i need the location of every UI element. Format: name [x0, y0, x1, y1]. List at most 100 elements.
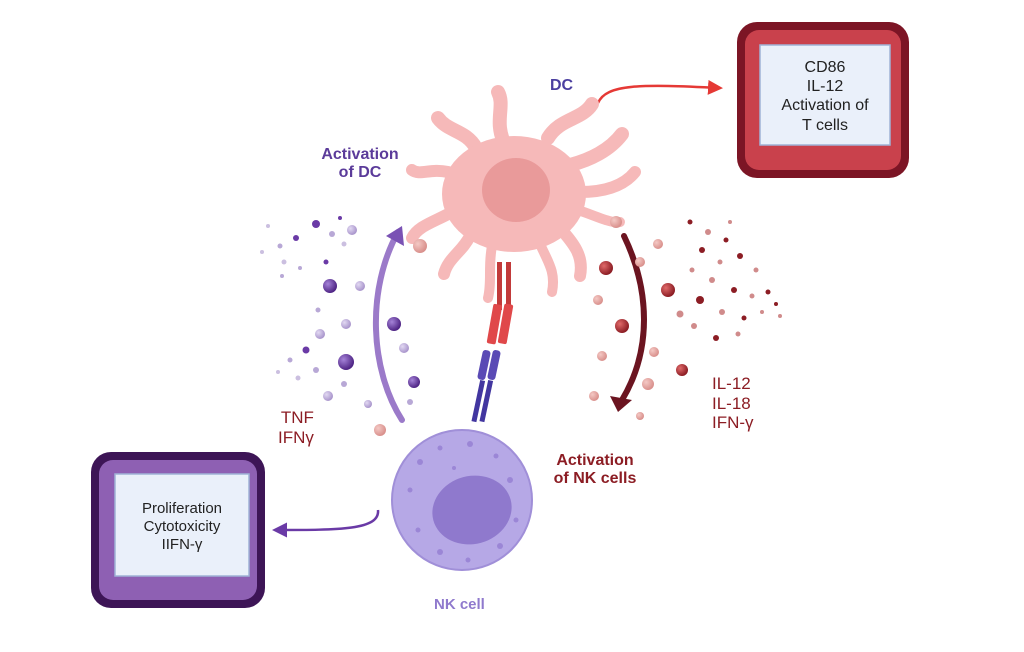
- cytokine-dot: [589, 391, 599, 401]
- dc-output-box: [737, 22, 909, 178]
- cytokine-dot: [276, 370, 280, 374]
- cytokine-dot: [765, 289, 771, 295]
- cytokine-dot: [341, 381, 347, 387]
- cytokine-dot: [413, 239, 427, 253]
- activation-nk-arrow: [619, 233, 647, 403]
- cytokine-dot: [338, 216, 342, 220]
- cytokine-dot: [295, 375, 301, 381]
- cytokine-dot: [408, 376, 420, 388]
- cytokine-dot: [298, 266, 302, 270]
- cytokine-dot: [355, 281, 365, 291]
- cytokine-dot: [636, 412, 644, 420]
- dendritic-cell: [406, 85, 641, 303]
- cytokine-dot: [649, 347, 659, 357]
- cytokine-dot: [277, 243, 283, 249]
- cytokine-dot: [266, 224, 270, 228]
- cytokine-dot: [687, 219, 693, 225]
- cytokine-dot: [676, 310, 684, 318]
- cytokine-dot: [347, 225, 357, 235]
- dc-label: DC: [550, 77, 574, 94]
- activation-nk-label: Activation of NK cells: [540, 452, 650, 489]
- cytokine-dot: [374, 424, 386, 436]
- cytokine-dot: [735, 331, 741, 337]
- cytokine-dot: [281, 259, 287, 265]
- cytokine-dot: [312, 220, 320, 228]
- cytokine-dots-left: [260, 216, 427, 436]
- activation-dc-arrow: [372, 229, 405, 423]
- cytokine-dot: [661, 283, 675, 297]
- cytokine-dot: [737, 253, 743, 259]
- activation-dc-label: Activation of DC: [300, 146, 420, 183]
- nk-output-line-1: Proliferation: [141, 500, 223, 517]
- cytokine-dot: [593, 295, 603, 305]
- il-12-label: IL-12: [712, 374, 751, 393]
- cytokine-dot: [315, 329, 325, 339]
- cytokine-dot: [723, 237, 729, 243]
- cytokine-dot: [719, 309, 725, 315]
- cytokine-dot: [699, 247, 705, 253]
- tnf-label: TNF: [280, 408, 314, 427]
- cytokine-dot: [728, 220, 732, 224]
- cytokine-dot: [713, 335, 719, 341]
- cytokine-dot: [315, 307, 321, 313]
- il-18-label: IL-18: [712, 393, 751, 413]
- cytokine-dot: [341, 241, 347, 247]
- cytokine-dot: [293, 235, 299, 241]
- nk-cell: [391, 429, 533, 571]
- cytokine-dot: [749, 293, 755, 299]
- dc-output-line-4: T cells: [802, 116, 848, 134]
- cytokine-dot: [731, 287, 737, 293]
- cytokine-dot: [696, 296, 704, 304]
- dc-to-tcell-arrow: [596, 79, 723, 104]
- cytokine-dot: [717, 259, 723, 265]
- ifn-gamma-right-label: IFN-γ: [712, 413, 754, 433]
- cytokine-dot: [774, 302, 778, 306]
- cytokine-dot: [753, 267, 759, 273]
- cytokine-dot: [329, 231, 335, 237]
- cytokine-dot: [260, 250, 264, 254]
- dc-output-line-2: IL-12: [806, 78, 844, 96]
- nk-output-text: Proliferation Cytotoxicity IIFN-γ: [115, 500, 249, 554]
- nk-cell-label: NK cell: [434, 596, 485, 613]
- cytokine-dot: [705, 229, 711, 235]
- cytokine-dot: [760, 310, 764, 314]
- cytokine-dot: [323, 259, 329, 265]
- cytokine-dot: [653, 239, 663, 249]
- activation-dc-line-1: Activation: [321, 146, 399, 163]
- cytokine-dot: [407, 399, 413, 405]
- nk-to-output-arrow: [272, 509, 380, 538]
- cytokine-dot: [599, 261, 613, 275]
- receptor-ligand-complex: [471, 262, 514, 423]
- cytokine-dot: [323, 279, 337, 293]
- cytokine-dot: [635, 257, 645, 267]
- nk-output-line-2: Cytotoxicity: [143, 518, 221, 535]
- cytokine-dot: [287, 357, 293, 363]
- cytokine-dot: [615, 319, 629, 333]
- activation-nk-arrowhead: [610, 396, 632, 412]
- ifn-gamma-label: IFNγ: [278, 427, 314, 447]
- dc-output-line-3: Activation of: [781, 97, 869, 115]
- cytokine-dots-right: [589, 216, 782, 420]
- cytokine-dot: [323, 391, 333, 401]
- cytokine-dot: [610, 216, 622, 228]
- cytokine-dot: [338, 354, 354, 370]
- cytokine-dot: [302, 346, 310, 354]
- cytokine-dot: [676, 364, 688, 376]
- cytokine-dot: [691, 323, 697, 329]
- tnf-ifn-label: TNF IFNγ: [278, 408, 314, 447]
- cytokine-dot: [778, 314, 782, 318]
- activation-nk-line-1: Activation: [556, 452, 634, 469]
- activation-dc-arrowhead: [386, 226, 404, 246]
- cytokine-dot: [689, 267, 695, 273]
- cytokine-dot: [364, 400, 372, 408]
- nk-output-box: [91, 452, 265, 608]
- activation-nk-line-2: of NK cells: [553, 470, 637, 488]
- cytokine-dot: [387, 317, 401, 331]
- activation-dc-line-2: of DC: [338, 164, 382, 182]
- cytokine-dot: [642, 378, 654, 390]
- cytokine-dot: [741, 315, 747, 321]
- cytokine-dot: [280, 274, 284, 278]
- dc-output-text: CD86 IL-12 Activation of T cells: [760, 58, 890, 135]
- cytokine-dot: [399, 343, 409, 353]
